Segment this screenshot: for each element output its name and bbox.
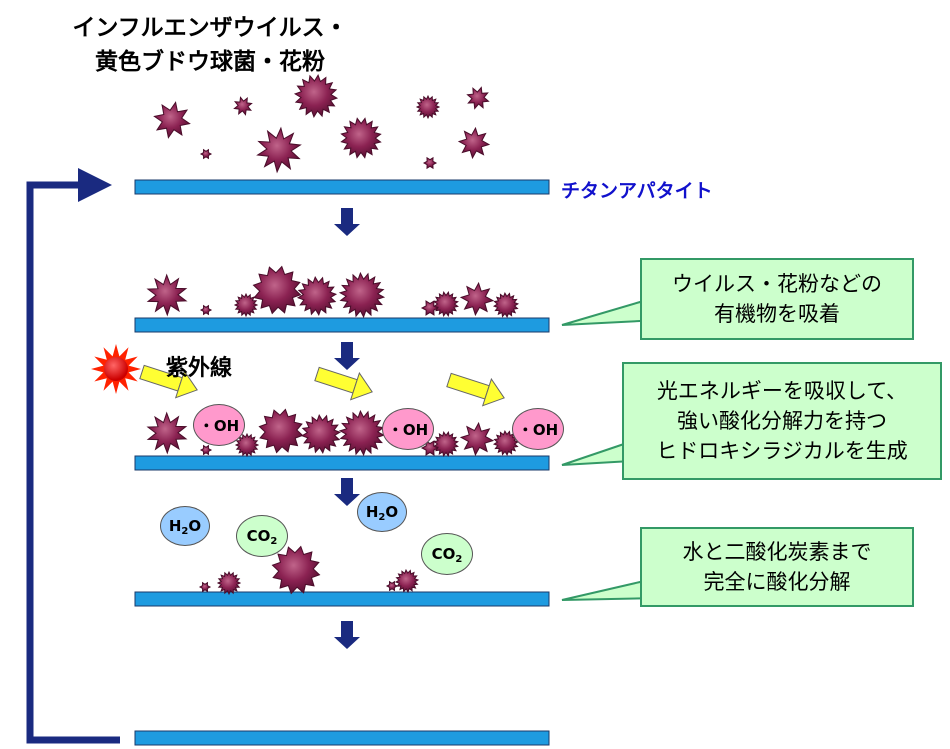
particle — [146, 273, 188, 317]
particle — [394, 568, 420, 594]
particle — [459, 281, 495, 317]
callout-decompose-line-2: 完全に酸化分解 — [703, 570, 851, 594]
titanium-plate-3 — [134, 455, 550, 471]
particle — [433, 431, 459, 457]
uv-arrow-2 — [314, 366, 373, 401]
particle — [233, 292, 259, 318]
particle — [338, 409, 386, 457]
callout-radical-line-3: ヒドロキシラジカルを生成 — [656, 439, 908, 463]
particle — [466, 86, 490, 110]
step-arrow-3 — [334, 478, 360, 506]
callout-radical: 光エネルギーを吸収して、 強い酸化分解力を持つ ヒドロキシラジカルを生成 — [622, 362, 942, 480]
uv-arrow-1 — [139, 364, 198, 399]
particle — [422, 156, 438, 170]
particle — [385, 580, 399, 592]
particle — [233, 96, 253, 116]
callout-adsorb-line-1: ウイルス・花粉などの — [672, 272, 882, 296]
particle — [198, 581, 212, 593]
particle — [433, 291, 459, 317]
particle — [252, 265, 302, 315]
particle — [199, 148, 213, 160]
callout-adsorb: ウイルス・花粉などの 有機物を吸着 — [640, 258, 914, 340]
particle — [216, 570, 242, 596]
oh-radical-2: ・OH — [382, 408, 434, 450]
titanium-apatite-label: チタンアパタイト — [561, 180, 713, 202]
callout-decompose: 水と二酸化炭素まで 完全に酸化分解 — [640, 527, 914, 607]
particle — [459, 421, 495, 457]
step-arrow-2 — [334, 342, 360, 370]
particle — [300, 413, 342, 455]
particle — [420, 300, 440, 316]
oh-radical-3: ・OH — [512, 408, 564, 450]
particle — [234, 432, 260, 458]
particle — [420, 440, 440, 456]
particle — [340, 117, 382, 159]
title-line-2: 黄色ブドウ球菌・花粉 — [95, 49, 325, 75]
uv-label: 紫外線 — [166, 356, 233, 381]
particle — [296, 275, 338, 317]
titanium-plate-4 — [134, 591, 550, 607]
particle — [293, 73, 339, 119]
particles-layer — [146, 73, 520, 596]
particle — [199, 444, 213, 456]
callout-decompose-line-1: 水と二酸化炭素まで — [682, 540, 872, 564]
sun-icon — [91, 344, 141, 394]
titanium-plate-5 — [134, 730, 550, 746]
step-arrow-4 — [334, 621, 360, 649]
callout-adsorb-line-2: 有機物を吸着 — [714, 302, 840, 326]
titanium-plate-1 — [134, 179, 550, 195]
title-line-1: インフルエンザウイルス・ — [72, 15, 348, 41]
return-loop-arrow — [26, 168, 120, 744]
particle — [153, 101, 191, 139]
oh-radical-1: ・OH — [193, 404, 245, 446]
particle — [199, 304, 213, 316]
particle — [258, 408, 304, 454]
particle — [256, 126, 302, 174]
particle — [492, 291, 520, 319]
particle — [338, 271, 386, 319]
callout-radical-line-1: 光エネルギーを吸収して、 — [656, 379, 908, 403]
step-arrow-1 — [334, 208, 360, 236]
titanium-plate-2 — [134, 317, 550, 333]
callout-radical-line-2: 強い酸化分解力を持つ — [677, 409, 887, 433]
particle — [271, 545, 321, 595]
particle — [415, 94, 441, 120]
particle — [146, 411, 188, 455]
particle — [457, 126, 491, 160]
sun-core — [104, 357, 128, 381]
uv-arrow-3 — [446, 372, 505, 407]
